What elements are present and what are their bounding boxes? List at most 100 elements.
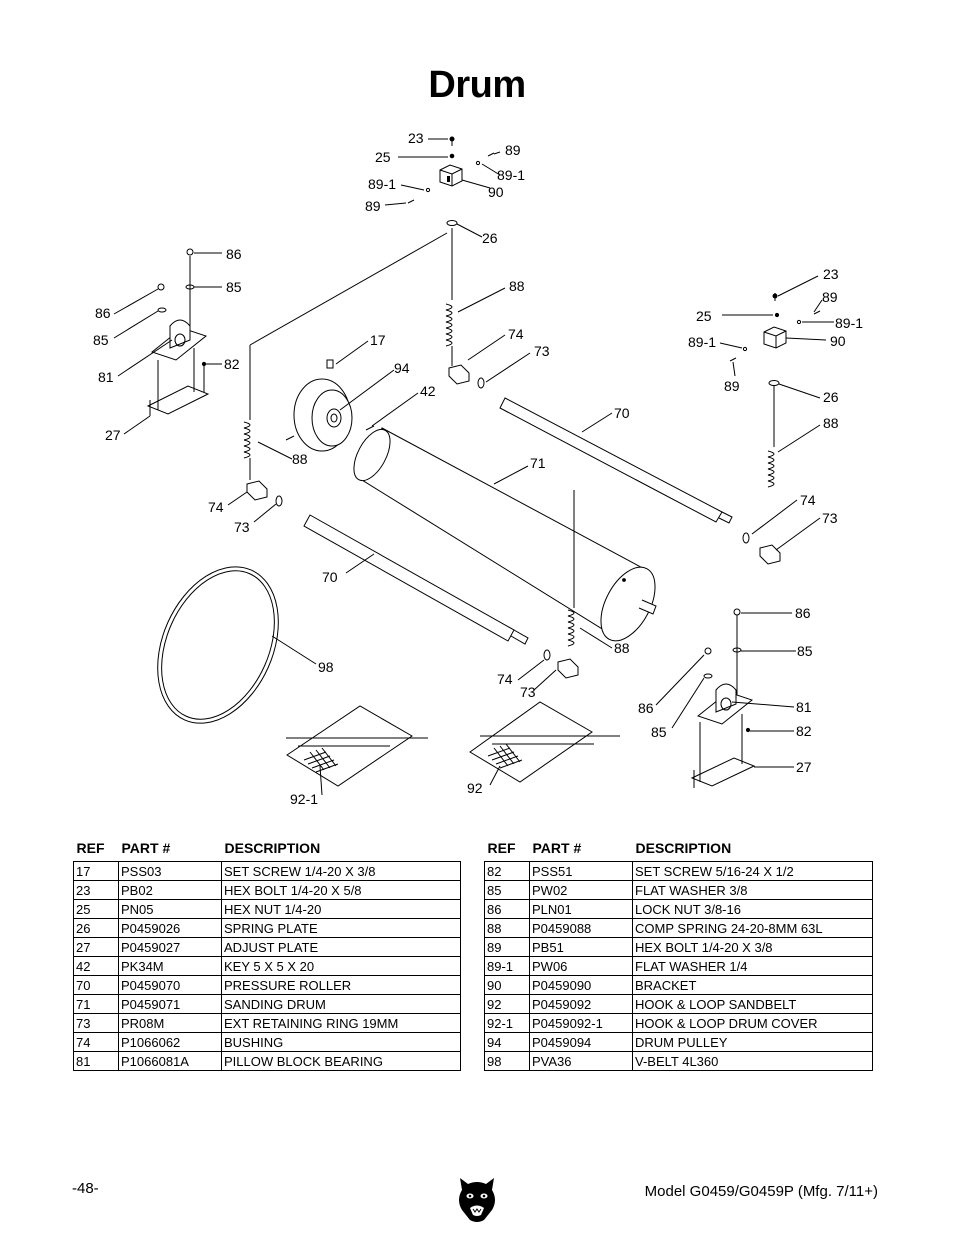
callout: 73 xyxy=(534,343,550,359)
description-cell: PRESSURE ROLLER xyxy=(221,975,461,995)
callout: 71 xyxy=(530,455,546,471)
part-cell: PW06 xyxy=(529,956,633,976)
exploded-parts-diagram: 23 25 89 89-1 90 89-1 89 26 86 85 86 85 … xyxy=(93,130,863,807)
callout: 92 xyxy=(467,780,483,796)
ref-cell: 74 xyxy=(73,1032,119,1052)
ref-cell: 70 xyxy=(73,975,119,995)
ref-cell: 92 xyxy=(484,994,530,1014)
callout: 90 xyxy=(488,184,504,200)
callout: 88 xyxy=(614,640,630,656)
callout: 89 xyxy=(822,289,838,305)
ref-cell: 17 xyxy=(73,861,119,881)
callout: 85 xyxy=(651,724,667,740)
part-cell: PR08M xyxy=(118,1013,222,1033)
part-cell: PSS51 xyxy=(529,861,633,881)
col-description: DESCRIPTION xyxy=(635,840,732,856)
callout: 89 xyxy=(505,142,521,158)
callout: 70 xyxy=(322,569,338,585)
description-cell: BRACKET xyxy=(632,975,873,995)
right-pillow-block xyxy=(690,608,756,788)
callout: 94 xyxy=(394,360,410,376)
page-title: Drum xyxy=(428,64,526,106)
ref-cell: 90 xyxy=(484,975,530,995)
ref-cell: 81 xyxy=(73,1051,119,1071)
callout: 74 xyxy=(800,492,816,508)
callout: 89-1 xyxy=(835,315,863,331)
pressure-roller-upper xyxy=(499,397,733,524)
callout-labels: 23 25 89 89-1 90 89-1 89 26 86 85 86 85 … xyxy=(93,130,863,807)
description-cell: HEX NUT 1/4-20 xyxy=(221,899,461,919)
ref-cell: 85 xyxy=(484,880,530,900)
page-number: -48- xyxy=(72,1180,99,1197)
description-cell: ADJUST PLATE xyxy=(221,937,461,957)
callout: 89-1 xyxy=(688,334,716,350)
part-cell: P1066081A xyxy=(118,1051,222,1071)
callout: 23 xyxy=(823,266,839,282)
left-pillow-block xyxy=(146,248,210,416)
col-ref: REF xyxy=(487,840,516,856)
callout: 25 xyxy=(696,308,712,324)
sandbelt-92 xyxy=(469,701,620,783)
callout: 86 xyxy=(638,700,654,716)
v-belt xyxy=(157,566,279,724)
ref-cell: 71 xyxy=(73,994,119,1014)
callout: 27 xyxy=(105,427,121,443)
callout: 88 xyxy=(823,415,839,431)
ref-cell: 86 xyxy=(484,899,530,919)
ref-cell: 88 xyxy=(484,918,530,938)
description-cell: BUSHING xyxy=(221,1032,461,1052)
callout: 88 xyxy=(509,278,525,294)
top-bracket-assembly xyxy=(407,136,495,389)
description-cell: SET SCREW 5/16-24 X 1/2 xyxy=(632,861,873,881)
part-cell: PVA36 xyxy=(529,1051,633,1071)
ref-cell: 92-1 xyxy=(484,1013,530,1033)
part-cell: PB51 xyxy=(529,937,633,957)
callout: 81 xyxy=(796,699,812,715)
callout: 25 xyxy=(375,149,391,165)
part-cell: PLN01 xyxy=(529,899,633,919)
sanding-drum xyxy=(353,427,657,642)
callout: 73 xyxy=(822,510,838,526)
callout: 89-1 xyxy=(368,176,396,192)
part-cell: P0459026 xyxy=(118,918,222,938)
leader-lines xyxy=(113,138,834,796)
part-cell: P1066062 xyxy=(118,1032,222,1052)
part-cell: PN05 xyxy=(118,899,222,919)
callout: 89 xyxy=(365,198,381,214)
description-cell: KEY 5 X 5 X 20 xyxy=(221,956,461,976)
part-cell: PB02 xyxy=(118,880,222,900)
part-cell: PW02 xyxy=(529,880,633,900)
description-cell: HOOK & LOOP DRUM COVER xyxy=(632,1013,873,1033)
pressure-roller-lower xyxy=(303,514,529,645)
description-cell: FLAT WASHER 3/8 xyxy=(632,880,873,900)
callout: 26 xyxy=(823,389,839,405)
ref-cell: 98 xyxy=(484,1051,530,1071)
description-cell: DRUM PULLEY xyxy=(632,1032,873,1052)
callout: 81 xyxy=(98,369,114,385)
part-cell: P0459094 xyxy=(529,1032,633,1052)
ref-cell: 89-1 xyxy=(484,956,530,976)
callout: 82 xyxy=(224,356,240,372)
callout: 85 xyxy=(93,332,109,348)
part-cell: P0459071 xyxy=(118,994,222,1014)
callout: 88 xyxy=(292,451,308,467)
col-ref: REF xyxy=(76,840,105,856)
description-cell: V-BELT 4L360 xyxy=(632,1051,873,1071)
part-cell: P0459092 xyxy=(529,994,633,1014)
description-cell: LOCK NUT 3/8-16 xyxy=(632,899,873,919)
description-cell: SET SCREW 1/4-20 X 3/8 xyxy=(221,861,461,881)
description-cell: PILLOW BLOCK BEARING xyxy=(221,1051,461,1071)
lower-spring-assembly xyxy=(543,490,579,679)
callout: 86 xyxy=(95,305,111,321)
model-footer: Model G0459/G0459P (Mfg. 7/11+) xyxy=(644,1183,878,1200)
callout: 27 xyxy=(796,759,812,775)
part-cell: P0459090 xyxy=(529,975,633,995)
